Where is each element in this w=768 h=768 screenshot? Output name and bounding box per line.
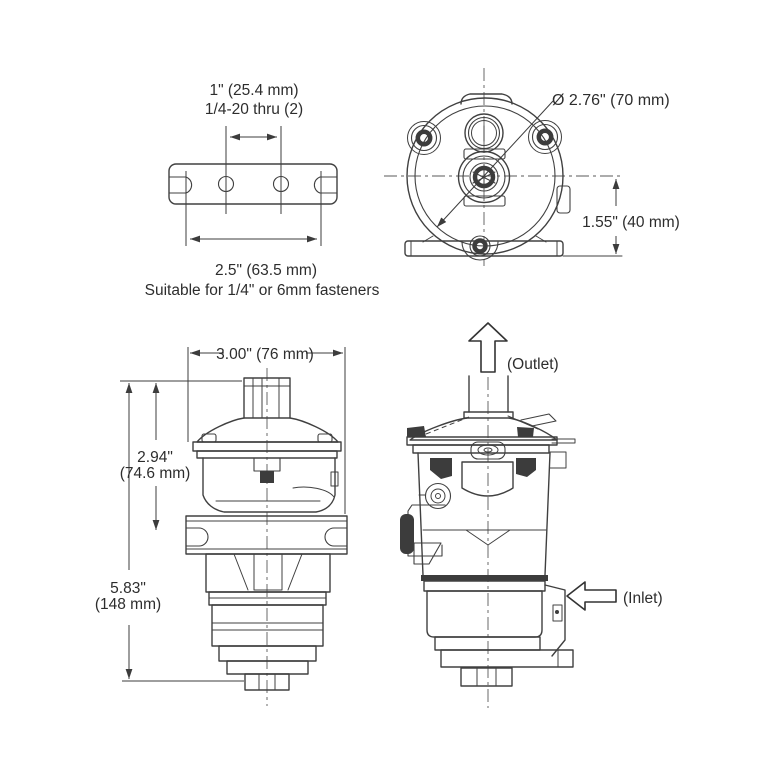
dim-upper-height-in-label: 2.94" [137,449,173,466]
inlet-arrow-icon [566,581,617,611]
inlet-label: (Inlet) [623,590,663,607]
outlet-label: (Outlet) [507,356,559,373]
thread-spec-label: 1/4-20 thru (2) [205,101,303,118]
regulator-ports-view: (Outlet) (Inlet) [400,322,663,708]
dim-center-height-label: 1.55" (40 mm) [582,214,680,231]
outlet-arrow-icon [468,322,508,373]
pump-front-view: Ø 2.76" (70 mm) 1.55" (40 mm) [384,68,680,266]
dim-overall-height-mm-label: (148 mm) [95,596,161,613]
dim-diameter-label: Ø 2.76" (70 mm) [552,92,670,109]
dim-overall-height-in-label: 5.83" [110,580,146,597]
bracket-top-view: 1" (25.4 mm) 1/4-20 thru (2) 2.5" (63.5 … [145,82,380,299]
dim-upper-height-mm-label: (74.6 mm) [120,465,191,482]
dim-hole-spacing-label: 1" (25.4 mm) [209,82,298,99]
regulator-side-view: 3.00" (76 mm) 2.94" (74.6 mm) 5.83" (148… [95,346,348,706]
dim-body-width-label: 3.00" (76 mm) [216,346,314,363]
fastener-note: Suitable for 1/4" or 6mm fasteners [145,282,380,299]
dim-bracket-width-label: 2.5" (63.5 mm) [215,262,317,279]
